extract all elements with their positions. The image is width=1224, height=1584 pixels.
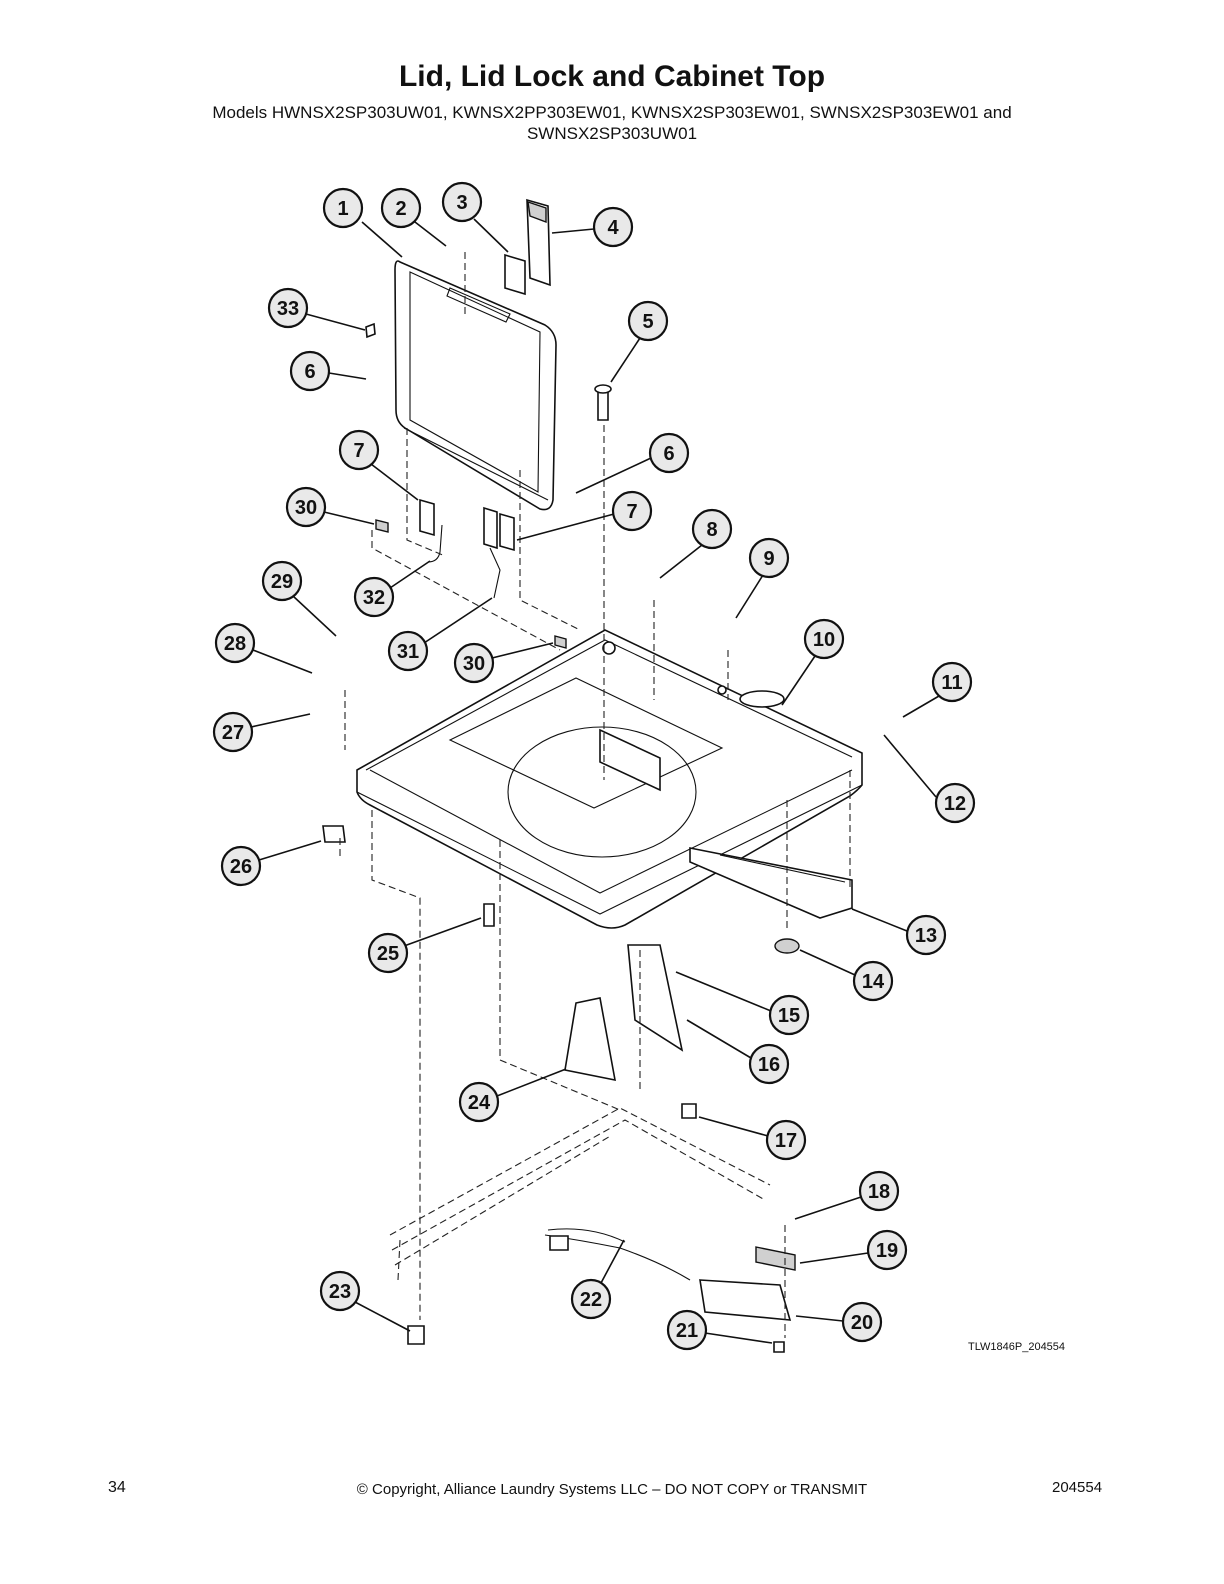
callout-23-number: 23: [329, 1281, 351, 1303]
callout-15: 15: [675, 971, 810, 1036]
callout-17: 17: [698, 1116, 807, 1161]
callout-14: 14: [799, 949, 894, 1002]
callout-16-number: 16: [758, 1054, 780, 1076]
callout-24-number: 24: [468, 1092, 491, 1114]
callout-31: 31: [387, 597, 493, 672]
callout-20-number: 20: [851, 1312, 873, 1334]
callout-7a: 7: [338, 429, 419, 501]
callout-2-number: 2: [395, 198, 406, 220]
callout-18-number: 18: [868, 1181, 890, 1203]
callout-4-number: 4: [607, 217, 619, 239]
callout-27: 27: [212, 711, 311, 753]
callout-13-number: 13: [915, 925, 937, 947]
lid-frame: [394, 260, 557, 511]
cabinet-side-bracket: [689, 847, 853, 919]
callout-19-number: 19: [876, 1240, 898, 1262]
callout-20: 20: [795, 1301, 883, 1343]
callout-25-number: 25: [377, 943, 399, 965]
callout-26-number: 26: [230, 856, 252, 878]
callout-6a-number: 6: [304, 361, 315, 383]
callout-6a: 6: [289, 350, 367, 392]
drawing-id: TLW1846P_204554: [968, 1341, 1066, 1353]
callout-10-number: 10: [813, 629, 835, 651]
callout-15-number: 15: [778, 1005, 800, 1027]
callout-24: 24: [458, 1068, 567, 1123]
callout-7b: 7: [516, 490, 653, 541]
callout-19: 19: [799, 1229, 908, 1271]
callout-32-number: 32: [363, 587, 385, 609]
callout-25: 25: [367, 917, 482, 974]
models-subtitle: Models HWNSX2SP303UW01, KWNSX2PP303EW01,…: [150, 102, 1074, 144]
callout-7a-number: 7: [353, 440, 364, 462]
callout-33: 33: [267, 287, 366, 331]
callout-32: 32: [353, 560, 431, 618]
callout-31-number: 31: [397, 641, 419, 663]
callout-1: 1: [322, 187, 403, 258]
cabinet-top: [356, 629, 863, 929]
callout-3-number: 3: [456, 192, 467, 214]
models-line-2: SWNSX2SP303UW01: [526, 124, 698, 143]
copyright-notice: © Copyright, Alliance Laundry Systems LL…: [356, 1481, 868, 1498]
callout-30b: 30: [453, 642, 554, 684]
callout-7b-number: 7: [626, 501, 637, 523]
callout-16: 16: [686, 1019, 790, 1085]
callout-18: 18: [794, 1170, 900, 1220]
callout-11: 11: [902, 661, 973, 718]
callout-2: 2: [380, 187, 447, 247]
callout-22: 22: [570, 1239, 625, 1320]
callout-28-number: 28: [224, 633, 246, 655]
callout-12-number: 12: [944, 793, 966, 815]
callout-29: 29: [261, 560, 337, 637]
callout-22-number: 22: [580, 1289, 602, 1311]
callout-30a-number: 30: [295, 497, 317, 519]
lower-frame-dashed: [389, 1107, 771, 1281]
callout-1-number: 1: [337, 198, 348, 220]
page-title: Lid, Lid Lock and Cabinet Top: [398, 60, 826, 93]
lid-hinges-and-latch: [365, 198, 612, 649]
callout-5: 5: [610, 300, 669, 383]
callout-21-number: 21: [676, 1320, 698, 1342]
callout-9-number: 9: [763, 548, 774, 570]
callout-13: 13: [851, 908, 947, 956]
callout-5-number: 5: [642, 311, 653, 333]
callout-6b: 6: [575, 432, 690, 494]
callout-26: 26: [220, 840, 322, 887]
document-number: 204554: [1052, 1479, 1103, 1496]
callout-30b-number: 30: [463, 653, 485, 675]
callout-8: 8: [659, 508, 733, 579]
callout-8-number: 8: [706, 519, 717, 541]
callout-4: 4: [551, 206, 634, 248]
callout-10: 10: [781, 618, 845, 706]
callout-14-number: 14: [862, 971, 885, 993]
callout-28: 28: [214, 622, 313, 674]
callout-12: 12: [883, 734, 976, 824]
callout-6b-number: 6: [663, 443, 674, 465]
callout-9: 9: [735, 537, 790, 619]
callout-17-number: 17: [775, 1130, 797, 1152]
callout-3: 3: [441, 181, 509, 253]
callout-30a: 30: [285, 486, 375, 528]
dashed-alignment-lines: [339, 252, 851, 1338]
callout-23: 23: [319, 1270, 411, 1332]
page-number: 34: [108, 1479, 126, 1496]
callout-33-number: 33: [277, 298, 299, 320]
callout-29-number: 29: [271, 571, 293, 593]
callout-21: 21: [666, 1309, 773, 1351]
models-line-1: Models HWNSX2SP303UW01, KWNSX2PP303EW01,…: [212, 103, 1012, 122]
callout-27-number: 27: [222, 722, 244, 744]
callout-11-number: 11: [941, 672, 962, 694]
